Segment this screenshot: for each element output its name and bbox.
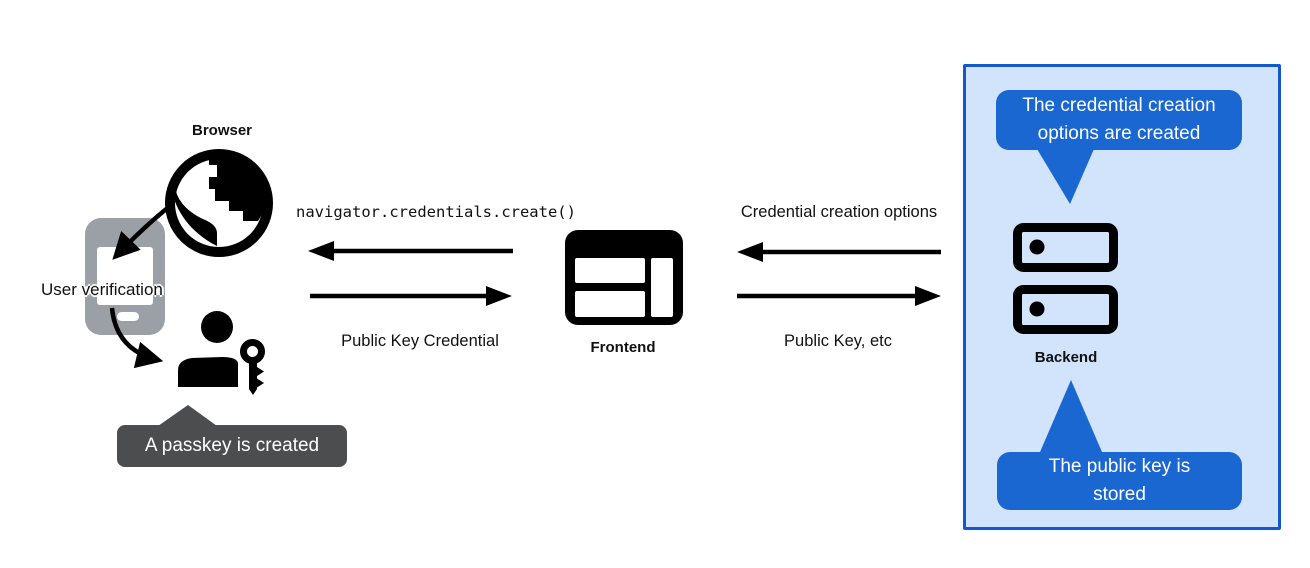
person-key-icon	[178, 311, 265, 395]
public-key-stored-tooltip: The public key is stored	[997, 452, 1242, 510]
credential-creation-options-label: Credential creation options	[740, 203, 938, 221]
browser-label: Browser	[191, 122, 253, 139]
public-key-etc-label: Public Key, etc	[784, 332, 892, 350]
arrow-frontend-to-backend	[737, 286, 941, 306]
smartphone-icon	[85, 218, 165, 335]
server-stack-icon	[1013, 223, 1118, 334]
backend-panel: The credential creation options are crea…	[963, 64, 1281, 530]
backend-label: Backend	[1034, 349, 1098, 366]
passkey-tooltip-pointer	[158, 405, 217, 426]
user-verification-label: User verification	[41, 280, 163, 299]
public-key-credential-label: Public Key Credential	[341, 332, 499, 350]
options-created-tooltip-pointer	[1037, 149, 1094, 204]
smartphone-home-button	[117, 312, 139, 321]
arrow-frontend-to-browser	[308, 241, 513, 261]
arrow-backend-to-frontend	[737, 242, 941, 262]
public-key-stored-tooltip-pointer	[1040, 380, 1102, 452]
passkey-tooltip: A passkey is created	[117, 425, 347, 467]
frontend-label: Frontend	[590, 339, 656, 356]
create-call-label: navigator.credentials.create()	[296, 203, 576, 221]
browser-window-icon	[565, 230, 683, 325]
arrow-browser-to-frontend	[310, 286, 512, 306]
globe-icon	[165, 149, 273, 257]
options-created-tooltip: The credential creation options are crea…	[996, 90, 1242, 150]
